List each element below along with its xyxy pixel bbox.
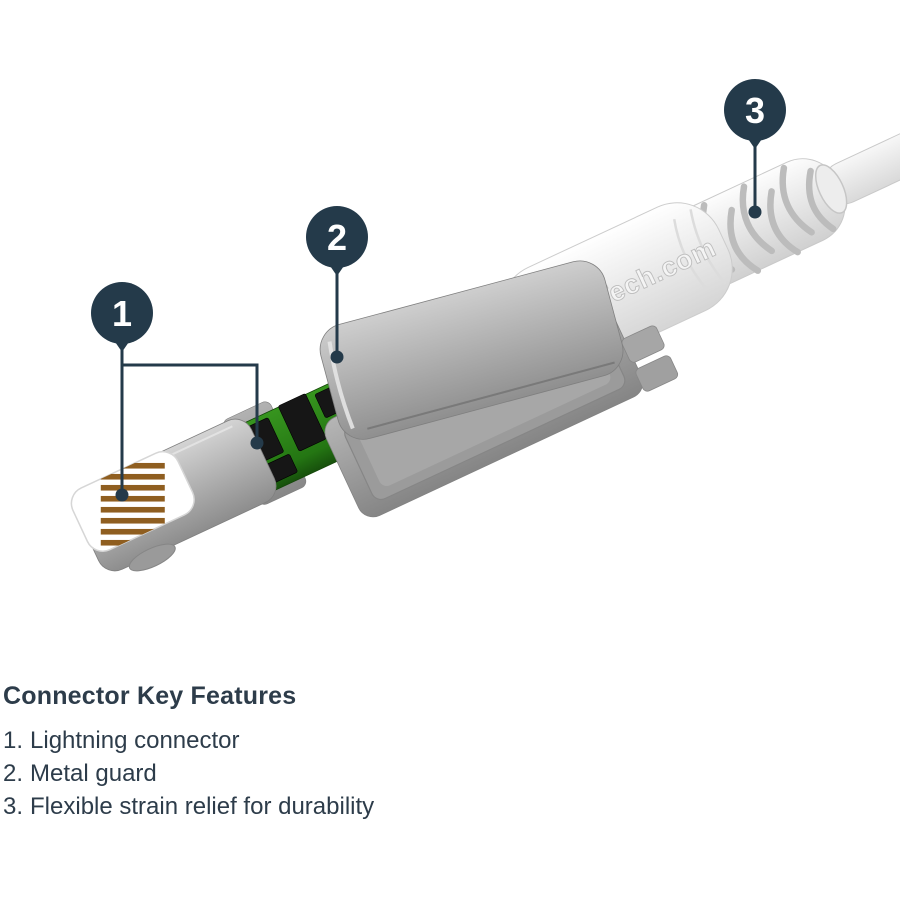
guard-prong — [635, 355, 679, 392]
features-heading: Connector Key Features — [3, 682, 297, 710]
plate-rolled-lip — [327, 341, 355, 430]
feature-item-text: Flexible strain relief for durability — [30, 793, 375, 820]
leader-dot-1a — [115, 488, 129, 502]
feature-item-text: Lightning connector — [30, 727, 240, 754]
leader-dot-1b — [250, 436, 264, 450]
callout-number-1: 1 — [112, 293, 132, 334]
callout-number-2: 2 — [327, 217, 347, 258]
feature-item-1: 1.Lightning connector — [3, 724, 374, 757]
connector-assembly: StarTech.com — [70, 94, 900, 572]
callout-badge-1: 1 — [91, 282, 153, 352]
callout-leaders — [115, 146, 762, 502]
feature-item-2: 2.Metal guard — [3, 757, 374, 790]
feature-item-text: Metal guard — [30, 760, 157, 787]
guard-prong — [621, 325, 665, 363]
lightning-connector-tip — [70, 418, 277, 572]
callout-number-3: 3 — [745, 90, 765, 131]
features-list: 1.Lightning connector 2.Metal guard 3.Fl… — [3, 724, 374, 823]
metal-guard — [319, 260, 679, 518]
callout-badge-2: 2 — [306, 206, 368, 276]
plate-edge-shadow — [367, 361, 615, 430]
leader-dot-3 — [748, 205, 762, 219]
overmold-ridge — [672, 218, 709, 291]
retention-notch — [128, 543, 176, 572]
feature-item-3: 3.Flexible strain relief for durability — [3, 790, 374, 823]
callout-badge-3: 3 — [724, 79, 786, 149]
connector-exploded-view-illustration: StarTech.com — [70, 79, 900, 572]
leader-dot-2 — [330, 350, 344, 364]
feature-item-number: 2. — [3, 760, 24, 787]
guard-top-plate — [319, 260, 624, 440]
feature-item-number: 1. — [3, 727, 24, 754]
relief-cable-ring — [814, 164, 848, 214]
feature-list-section: Connector Key Features 1.Lightning conne… — [3, 682, 374, 823]
feature-item-number: 3. — [3, 793, 24, 820]
overmold-ridge — [689, 209, 727, 285]
leader-line-1b — [122, 363, 259, 443]
